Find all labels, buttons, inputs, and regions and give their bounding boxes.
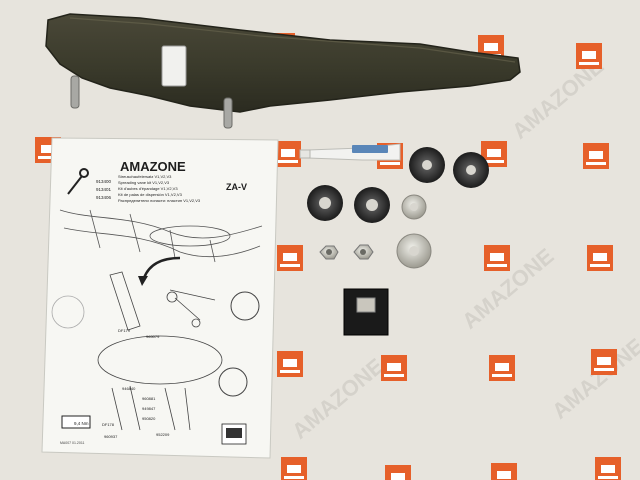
sheet-descriptions: Streuschaufelersatz V1,V2,V3 Spreading v… <box>118 174 201 203</box>
amazone-logo-icon <box>281 457 307 480</box>
rubber-pad <box>343 288 389 336</box>
arrow-icon <box>142 256 181 279</box>
sheet-description: Kit de palas de dispersión V1,V2,V3 <box>118 192 183 197</box>
arrow-head-icon <box>138 276 148 286</box>
metal-washer <box>396 233 432 269</box>
torque-box <box>61 415 91 429</box>
part-number: 913406 <box>96 195 112 200</box>
sheet-description: Kit d'aubes d'épandage V1,V2,V3 <box>118 186 178 191</box>
amazone-logo-icon <box>277 245 303 271</box>
callout-label: 960881 <box>142 396 156 401</box>
rubber-bushing <box>307 185 343 221</box>
detail-circle <box>230 291 260 321</box>
paste-tube-label <box>352 145 388 153</box>
sheet-description: Распределители лопасти: пластин V1,V2,V3 <box>118 198 201 203</box>
sheet-brand: AMAZONE <box>120 159 186 174</box>
wrench-icon <box>67 168 89 195</box>
spreader-diagram <box>59 209 263 263</box>
callout-label: 965079 <box>146 334 160 339</box>
amazone-logo-icon <box>595 457 621 480</box>
sheet-footer-code: MA007 01.2011 <box>60 441 85 445</box>
amazone-logo-icon <box>277 351 303 377</box>
rubber-bushing <box>453 152 489 188</box>
callout-label: DF178 <box>102 422 115 427</box>
callout-label: 952209 <box>156 432 170 437</box>
callout-label: DF179 <box>118 328 131 333</box>
sheet-description: Streuschaufelersatz V1,V2,V3 <box>118 174 172 179</box>
amazone-logo-icon <box>221 423 247 445</box>
detail-circle <box>218 367 248 397</box>
detail-circle <box>51 295 85 329</box>
blade-label-sticker <box>161 45 187 87</box>
callout-label: 950820 <box>142 416 156 421</box>
amazone-logo-icon <box>591 349 617 375</box>
sheet-description: Spreading vane kit V1,V2,V3 <box>118 180 170 185</box>
blade-pin <box>70 75 80 109</box>
amazone-logo-icon <box>381 355 407 381</box>
paste-tube <box>299 143 401 161</box>
torque-value: 9,4 Nm <box>74 421 89 426</box>
callout-label: 949847 <box>142 406 156 411</box>
part-number: 913401 <box>96 187 112 192</box>
hex-nut <box>353 244 374 260</box>
amazone-logo-icon <box>275 141 301 167</box>
rubber-bushing <box>409 147 445 183</box>
hex-nut <box>319 245 339 260</box>
spreader-blade <box>45 13 521 129</box>
amazone-logo-icon <box>491 463 517 480</box>
amazone-logo-icon <box>587 245 613 271</box>
amazone-logo-icon <box>576 43 602 69</box>
disc-diagram <box>97 271 223 431</box>
sheet-part-numbers: 913400 913401 913406 <box>96 179 112 200</box>
part-number: 913400 <box>96 179 112 184</box>
rubber-bushing <box>354 187 390 223</box>
amazone-logo-icon <box>489 355 515 381</box>
sheet-callouts: DF179 965079 946840 960881 949847 950820… <box>102 328 170 439</box>
sheet-model: ZA-V <box>226 182 247 192</box>
instruction-sheet: AMAZONE ZA-V 913400 913401 913406 Streus… <box>41 137 279 459</box>
metal-washer <box>401 194 427 220</box>
callout-label: 946840 <box>122 386 136 391</box>
amazone-logo-icon <box>484 245 510 271</box>
amazone-logo-icon <box>385 465 411 480</box>
callout-label: 960937 <box>104 434 118 439</box>
blade-pin <box>223 97 233 129</box>
amazone-logo-icon <box>583 143 609 169</box>
